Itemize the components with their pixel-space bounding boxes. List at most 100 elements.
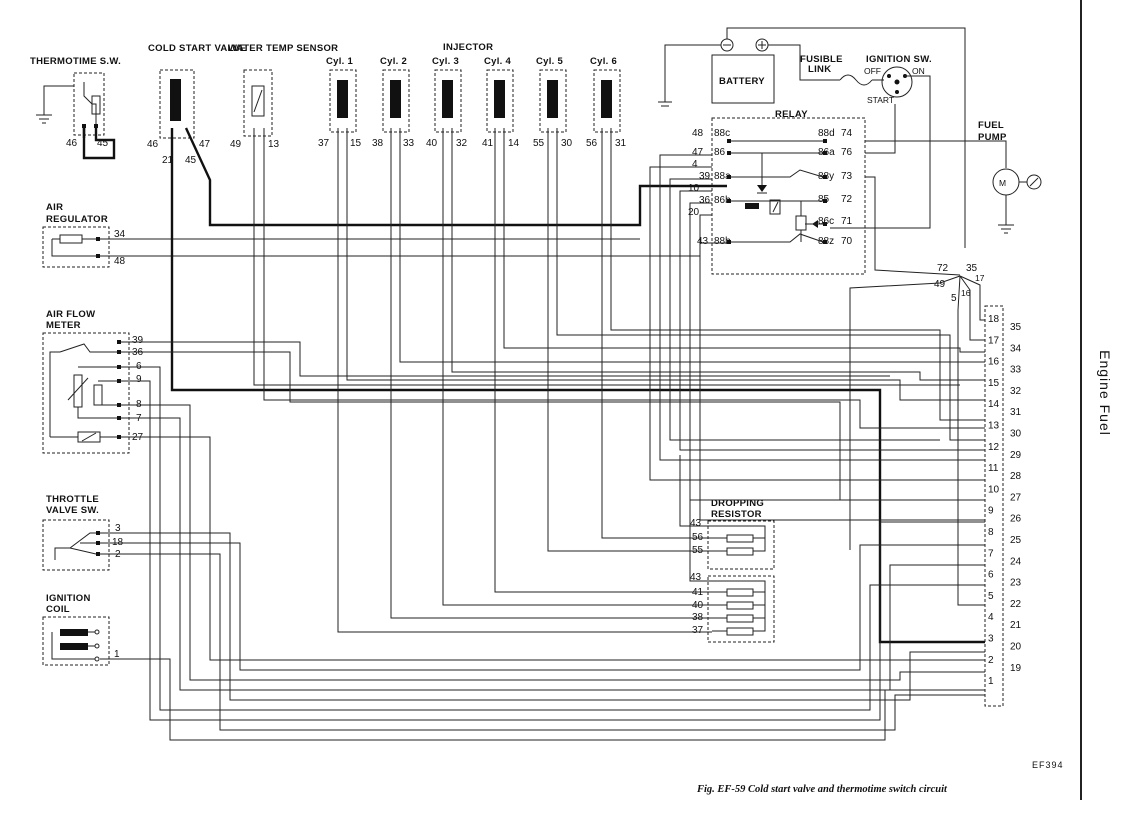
page-margin-rule — [1080, 0, 1082, 800]
fusible-link-label: FUSIBLE — [800, 54, 843, 65]
signal-wires — [100, 128, 985, 741]
connector-pin-26: 26 — [1010, 514, 1022, 525]
svg-text:43: 43 — [690, 518, 702, 529]
connector-pin-8: 8 — [988, 527, 994, 538]
svg-text:46: 46 — [147, 139, 159, 150]
cold-start-bold-wire-2 — [184, 127, 727, 227]
svg-text:30: 30 — [561, 138, 573, 149]
svg-text:14: 14 — [508, 138, 520, 149]
thermotime-switch-box — [73, 72, 105, 136]
connector-pin-9: 9 — [988, 506, 994, 517]
connector-pin-15: 15 — [988, 378, 1000, 389]
svg-text:72: 72 — [841, 194, 853, 205]
connector-pin-23: 23 — [1010, 578, 1022, 589]
air-regulator-label: AIR — [46, 202, 63, 213]
water-temp-sensor-label: WATER TEMP SENSOR — [228, 43, 338, 54]
svg-text:45: 45 — [185, 155, 197, 166]
svg-text:72: 72 — [937, 263, 949, 274]
throttle-valve-sw-box — [42, 519, 110, 571]
svg-text:16: 16 — [961, 288, 971, 298]
connector-pin-22: 22 — [1010, 599, 1022, 610]
svg-text:32: 32 — [456, 138, 468, 149]
svg-text:88d: 88d — [818, 128, 835, 139]
cyl-3-label: Cyl. 3 — [432, 56, 459, 67]
svg-text:56: 56 — [586, 138, 598, 149]
figure-code: EF394 — [1032, 760, 1064, 770]
connector-pin-7: 7 — [988, 548, 994, 559]
svg-text:39: 39 — [699, 171, 711, 182]
cyl-6-label: Cyl. 6 — [590, 56, 617, 67]
control-unit-connector — [984, 305, 1004, 707]
svg-text:37: 37 — [318, 138, 330, 149]
connector-pin-1: 1 — [988, 676, 994, 687]
svg-text:70: 70 — [841, 236, 853, 247]
air-flow-meter-box — [42, 332, 130, 454]
svg-text:40: 40 — [426, 138, 438, 149]
connector-pin-4: 4 — [988, 612, 994, 623]
fuel-pump-label: FUEL — [978, 120, 1004, 131]
connector-pin-3: 3 — [988, 634, 994, 645]
thermotime-sw-label: THERMOTIME S.W. — [30, 56, 121, 67]
svg-text:45: 45 — [97, 138, 109, 149]
dropping-resistor-box-bottom — [707, 575, 775, 643]
air-regulator-box — [42, 226, 110, 268]
air-flow-meter-label-2: METER — [46, 320, 81, 331]
svg-text:39: 39 — [132, 335, 144, 346]
svg-text:13: 13 — [268, 139, 280, 150]
svg-text:48: 48 — [692, 128, 704, 139]
svg-text:33: 33 — [403, 138, 415, 149]
cyl-2-label: Cyl. 2 — [380, 56, 407, 67]
injector-label: INJECTOR — [443, 42, 493, 53]
svg-text:86b: 86b — [714, 195, 731, 206]
dropping-resistor-label: DROPPING — [711, 498, 764, 509]
svg-text:49: 49 — [230, 139, 242, 150]
cyl-5-label: Cyl. 5 — [536, 56, 564, 67]
battery-box — [711, 54, 775, 104]
svg-text:88a: 88a — [714, 171, 731, 182]
svg-text:49: 49 — [934, 279, 946, 290]
svg-text:34: 34 — [114, 229, 126, 240]
cold-start-valve-box — [159, 69, 195, 139]
svg-text:47: 47 — [692, 147, 704, 158]
fusible-link — [839, 74, 873, 86]
fusible-link-label-2: LINK — [808, 64, 831, 75]
svg-text:1: 1 — [114, 649, 120, 660]
connector-pin-27: 27 — [1010, 492, 1022, 503]
connector-pin-35: 35 — [1010, 322, 1022, 333]
svg-text:88b: 88b — [714, 236, 731, 247]
svg-text:73: 73 — [841, 171, 853, 182]
ignition-coil-label-2: COIL — [46, 604, 70, 615]
cold-start-bold-wire-1 — [170, 128, 985, 644]
battery-label: BATTERY — [719, 76, 765, 87]
ignition-coil-winding-2 — [60, 643, 88, 650]
fuel-pump-label-2: PUMP — [978, 132, 1007, 143]
ignition-coil-label: IGNITION — [46, 593, 91, 604]
connector-pin-28: 28 — [1010, 471, 1022, 482]
connector-pin-33: 33 — [1010, 365, 1022, 376]
connector-pin-14: 14 — [988, 399, 1000, 410]
dropping-resistor-label-2: RESISTOR — [711, 509, 762, 520]
connector-pin-20: 20 — [1010, 642, 1022, 653]
ignition-sw-label: IGNITION SW. — [866, 54, 932, 65]
throttle-valve-sw-label: THROTTLE — [46, 494, 99, 505]
connector-pin-21: 21 — [1010, 620, 1022, 631]
cold-start-coil — [170, 79, 181, 121]
water-temp-sensor-box — [243, 69, 273, 137]
connector-pin-5: 5 — [988, 591, 994, 602]
svg-text:ON: ON — [912, 66, 925, 76]
svg-text:86: 86 — [714, 147, 726, 158]
svg-text:47: 47 — [199, 139, 211, 150]
connector-pin-17: 17 — [988, 335, 1000, 346]
connector-pin-32: 32 — [1010, 386, 1022, 397]
svg-text:88c: 88c — [714, 128, 730, 139]
svg-text:20: 20 — [688, 207, 700, 218]
svg-text:3: 3 — [115, 523, 121, 534]
ignition-coil-box — [42, 616, 110, 666]
figure-caption: Fig. EF-59 Cold start valve and thermoti… — [697, 784, 947, 795]
air-regulator-label-2: REGULATOR — [46, 214, 108, 225]
